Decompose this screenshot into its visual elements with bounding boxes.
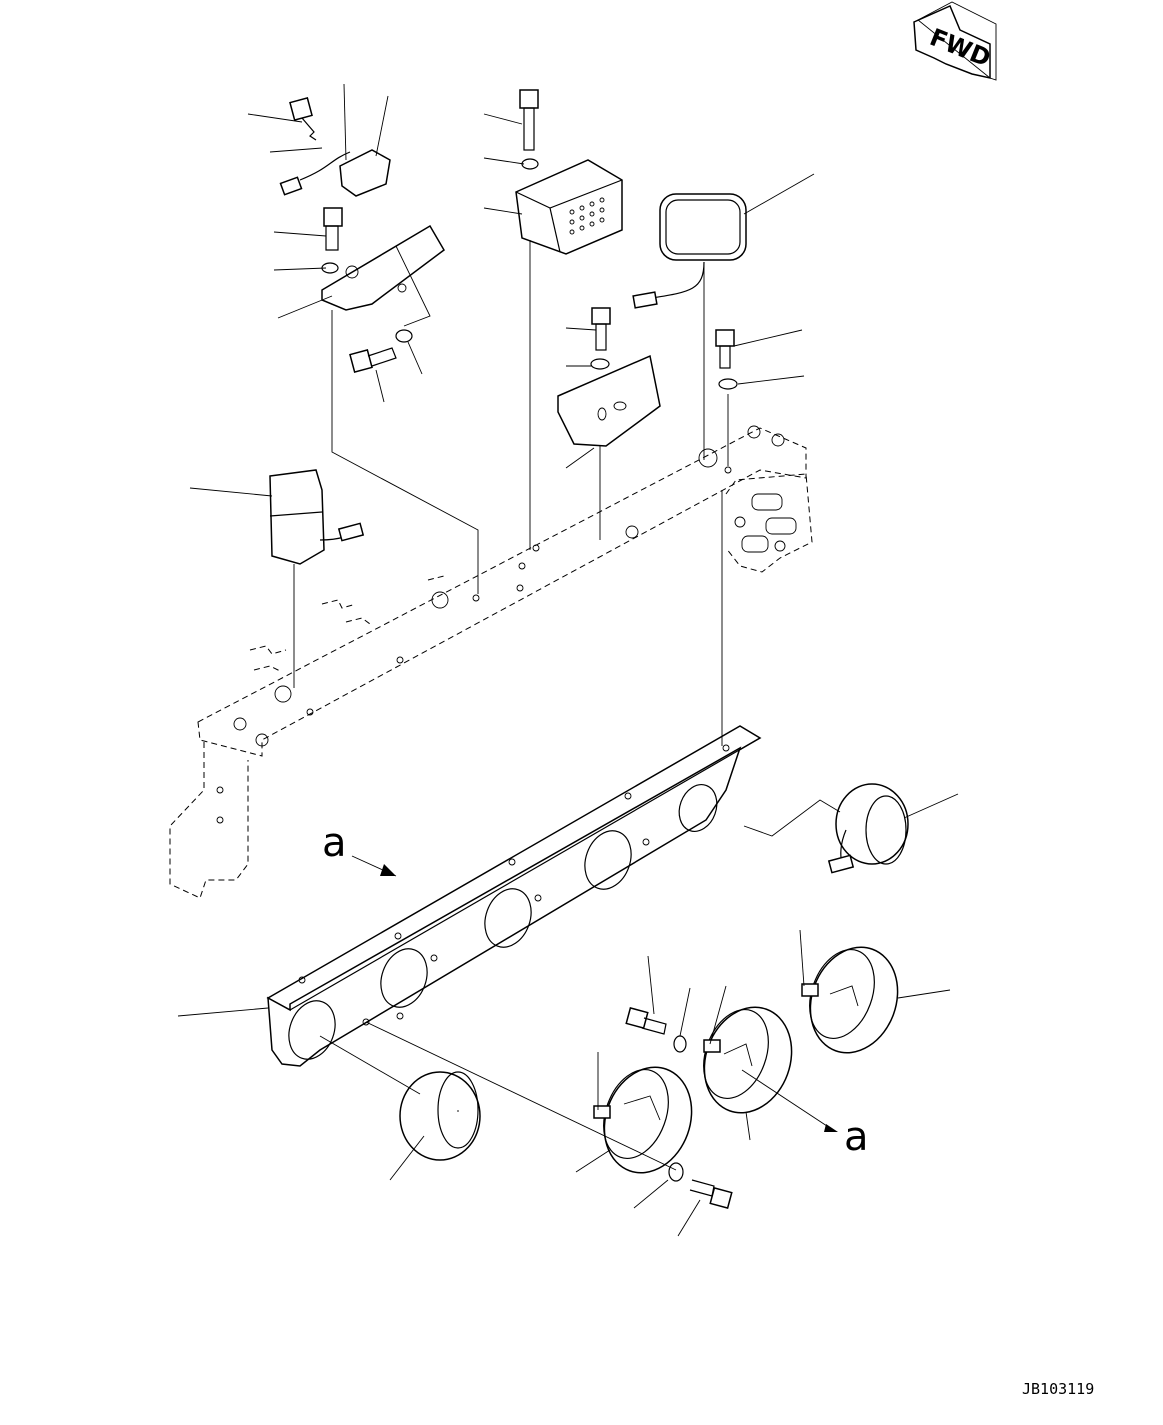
- round-lamp-right: [827, 783, 909, 874]
- drawing-code: JB103119: [1022, 1380, 1094, 1398]
- upper-left-bracket-assembly: [279, 97, 445, 373]
- forward-arrow-icon: FWD: [913, 1, 997, 81]
- head-lamp-right: [801, 946, 899, 1054]
- center-lamp-assembly: [515, 89, 623, 255]
- lamp-bracket-bar: [266, 725, 762, 1067]
- right-bolt-assembly: [715, 329, 738, 390]
- side-lamp: [269, 469, 365, 565]
- lower-bolt-assembly: [625, 1007, 733, 1209]
- head-lamp-left: [593, 1066, 693, 1174]
- view-marker-top: a: [322, 820, 347, 866]
- main-frame: [169, 425, 813, 899]
- round-lamp-left: [399, 1071, 481, 1161]
- lamp-lens-grid: [569, 197, 605, 235]
- callout-leader-lines: [177, 83, 959, 1237]
- work-lamp-assembly: [632, 193, 747, 309]
- assembly-guide-lines: [293, 240, 841, 1171]
- center-guard-bracket: [557, 307, 661, 447]
- view-marker-bottom: a: [844, 1114, 869, 1160]
- head-lamp-center: [703, 1006, 793, 1114]
